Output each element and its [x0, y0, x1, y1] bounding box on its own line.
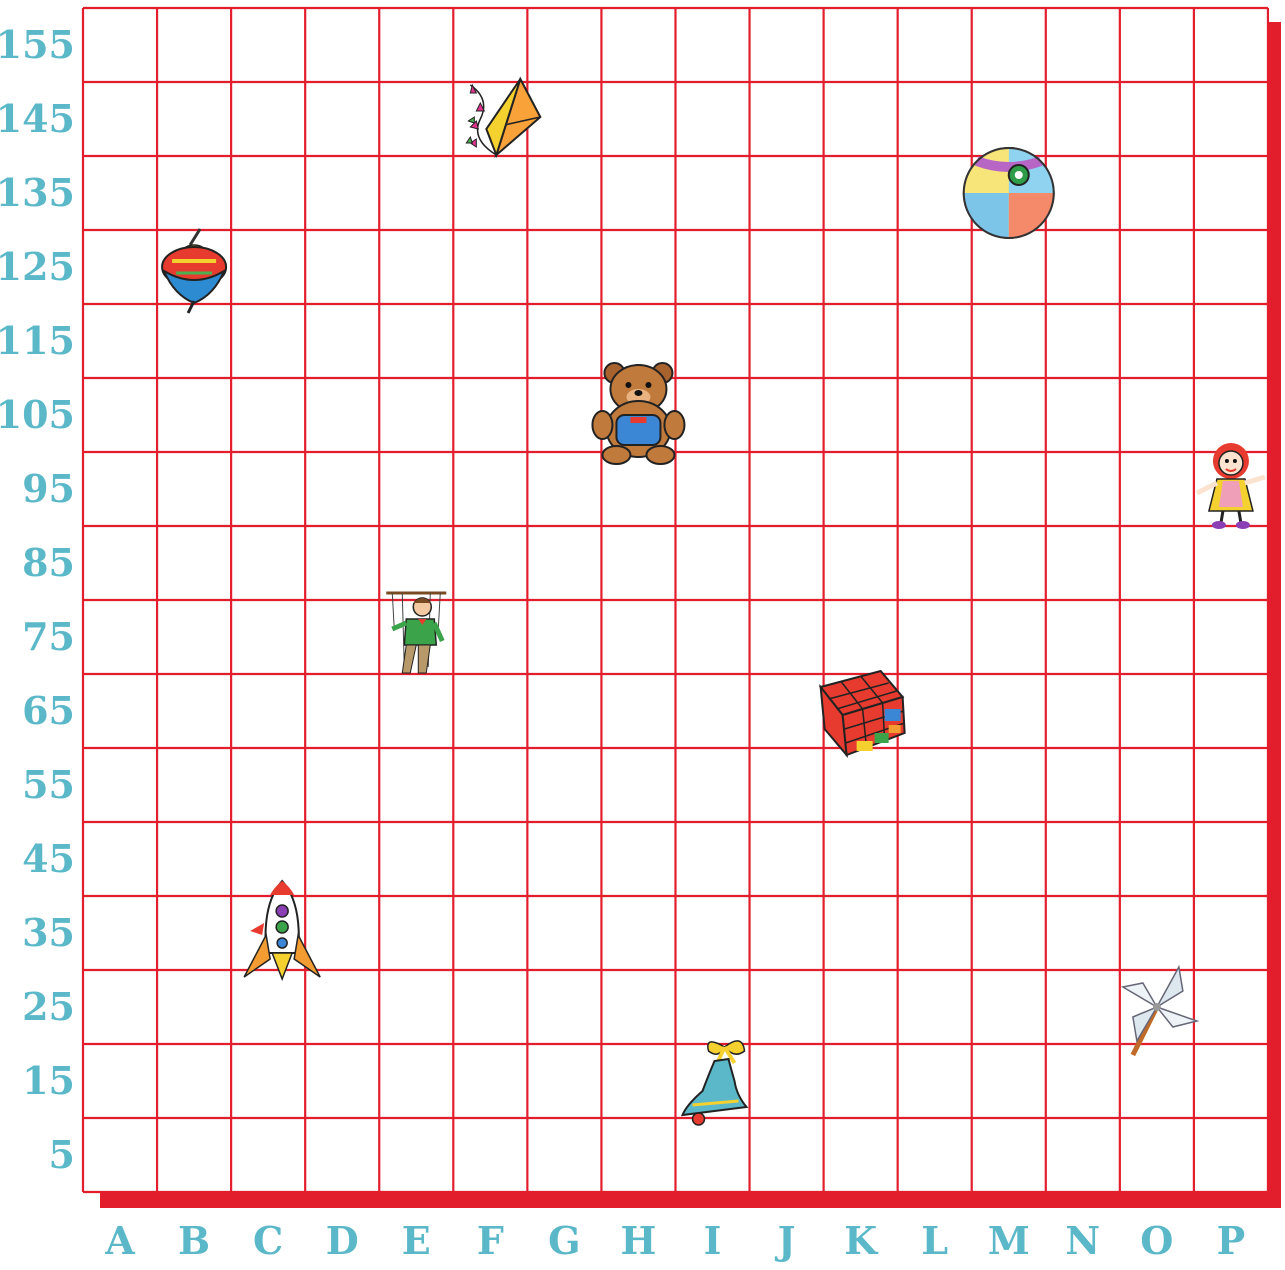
- column-label-D: D: [326, 1222, 359, 1260]
- row-label-125: 125: [0, 248, 75, 286]
- column-label-B: B: [178, 1222, 210, 1260]
- column-label-A: A: [105, 1222, 134, 1260]
- column-label-J: J: [778, 1222, 796, 1260]
- row-label-35: 35: [22, 914, 75, 952]
- row-label-75: 75: [22, 618, 75, 656]
- row-label-145: 145: [0, 100, 75, 138]
- column-label-O: O: [1140, 1222, 1173, 1260]
- beach-ball-icon: [964, 148, 1054, 238]
- row-label-55: 55: [22, 766, 75, 804]
- row-label-135: 135: [0, 174, 75, 212]
- row-label-105: 105: [0, 396, 75, 434]
- column-label-P: P: [1217, 1222, 1246, 1260]
- column-label-E: E: [402, 1222, 431, 1260]
- column-label-K: K: [844, 1222, 877, 1260]
- column-label-I: I: [704, 1222, 722, 1260]
- row-label-15: 15: [22, 1062, 75, 1100]
- row-label-115: 115: [0, 322, 75, 360]
- grid-shadow-bottom: [100, 1192, 1281, 1208]
- column-label-H: H: [620, 1222, 656, 1260]
- column-label-N: N: [1065, 1222, 1100, 1260]
- teddy-bear-icon: [592, 363, 684, 464]
- column-label-G: G: [548, 1222, 580, 1260]
- column-label-F: F: [477, 1222, 504, 1260]
- grid-shadow-right: [1267, 22, 1281, 1208]
- row-label-25: 25: [22, 988, 75, 1026]
- row-label-85: 85: [22, 544, 75, 582]
- column-label-C: C: [253, 1222, 283, 1260]
- row-label-155: 155: [0, 26, 75, 64]
- column-label-L: L: [921, 1222, 948, 1260]
- row-label-65: 65: [22, 692, 75, 730]
- row-label-95: 95: [22, 470, 75, 508]
- row-label-5: 5: [49, 1136, 75, 1174]
- column-label-M: M: [988, 1222, 1030, 1260]
- row-label-45: 45: [22, 840, 75, 878]
